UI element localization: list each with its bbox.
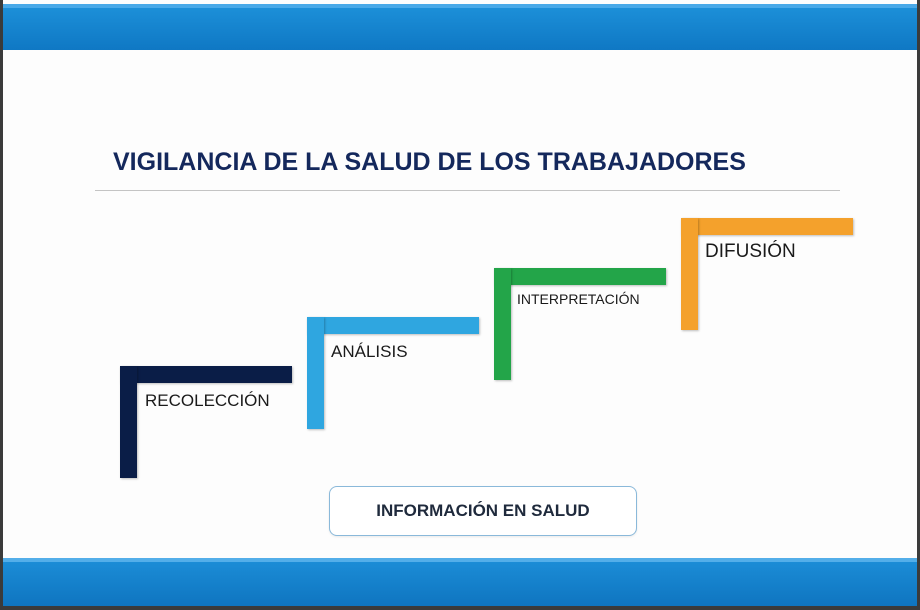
- step-difusion-label: DIFUSIÓN: [705, 241, 796, 262]
- step-analisis-label: ANÁLISIS: [331, 342, 408, 361]
- top-banner: [3, 4, 917, 50]
- step-difusion-left-bar: [681, 218, 698, 330]
- slide-title: VIGILANCIA DE LA SALUD DE LOS TRABAJADOR…: [113, 148, 746, 176]
- info-box-label: INFORMACIÓN EN SALUD: [376, 501, 590, 520]
- step-difusion-top-bar: [681, 218, 853, 235]
- step-interpretacion: [494, 268, 666, 380]
- step-analisis-left-bar: [307, 317, 324, 429]
- step-recoleccion: [120, 366, 292, 478]
- step-recoleccion-label: RECOLECCIÓN: [145, 391, 270, 410]
- title-divider: [95, 190, 840, 191]
- bottom-banner: [3, 558, 917, 606]
- slide: VIGILANCIA DE LA SALUD DE LOS TRABAJADOR…: [3, 0, 917, 606]
- step-interpretacion-top-bar: [494, 268, 666, 285]
- info-box: INFORMACIÓN EN SALUD: [329, 486, 637, 536]
- step-analisis-top-bar: [307, 317, 479, 334]
- step-interpretacion-left-bar: [494, 268, 511, 380]
- step-analisis: [307, 317, 479, 429]
- step-recoleccion-left-bar: [120, 366, 137, 478]
- step-difusion: [681, 218, 853, 330]
- step-interpretacion-label: INTERPRETACIÓN: [517, 291, 640, 307]
- step-recoleccion-top-bar: [120, 366, 292, 383]
